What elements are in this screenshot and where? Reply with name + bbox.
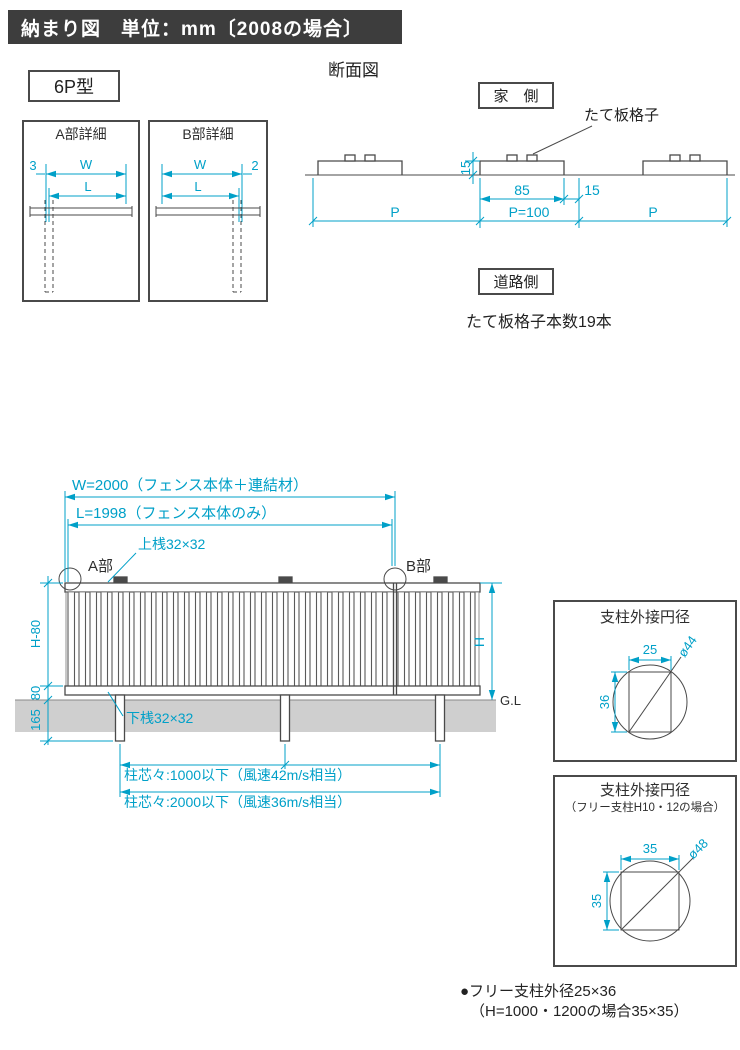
dim-165: 165 (28, 709, 43, 731)
bottom-rail-label: 下桟32×32 (126, 710, 194, 726)
type-label-box: 6P型 (28, 70, 120, 102)
dim-h: H (471, 637, 487, 647)
section-slat-width-dim: 85 (514, 182, 530, 198)
total-width-dim: W=2000（フェンス本体＋連結材） (72, 477, 308, 494)
detail-b-l-dim: L (194, 179, 201, 194)
detail-b-w-dim: W (194, 157, 207, 172)
bottom-rail-leader (107, 691, 124, 717)
section-pitch-right: P (648, 204, 657, 220)
detail-a-rail-and-post (29, 200, 133, 293)
part-a-label: A部 (88, 558, 113, 575)
post-detail-standard-box: 支柱外接円径 25 ø44 36 (553, 600, 737, 762)
road-side-box: 道路側 (478, 268, 554, 295)
body-width-dim: L=1998（フェンス本体のみ） (76, 505, 276, 522)
post-pitch-note-2: 柱芯々:2000以下（風速36m/s相当） (124, 794, 351, 810)
detail-b-drawing: B部詳細 2 W L (148, 120, 268, 302)
post-free-width-dim: 35 (643, 841, 657, 856)
detail-b-offset-dim: 2 (251, 158, 258, 173)
part-a-marker-circle (58, 567, 82, 591)
section-gap-dim: 15 (584, 182, 600, 198)
detail-b-border (148, 120, 268, 302)
fence-body (64, 576, 481, 742)
fence-elevation-drawing: A部 B部 W=2000（フェンス本体＋連結材） L=1998（フェンス本体のみ… (15, 477, 521, 810)
page-title: 納まり図 単位：mm〔2008の場合〕 (21, 18, 364, 40)
slat-count-note: たて板格子本数19本 (466, 314, 612, 331)
dim-80: 80 (28, 686, 43, 700)
post-detail-free-dims (603, 855, 680, 931)
house-side-label: 家 側 (493, 88, 539, 105)
detail-b-rail-and-post (155, 200, 261, 293)
detail-a-title: A部詳細 (55, 126, 106, 142)
post-detail-standard-title: 支柱外接円径 (600, 609, 690, 626)
detail-a-w-dim: W (80, 157, 93, 172)
section-height-dim: 15 (458, 161, 473, 175)
post-detail-free-subtitle: （フリー支柱H10・12の場合） (565, 800, 725, 814)
post-detail-free-title: 支柱外接円径 (600, 782, 690, 799)
detail-a-dimensions (36, 164, 127, 222)
post-detail-standard-border (553, 600, 737, 762)
h-minus-80-dim: H-80 (28, 620, 43, 648)
road-side-label: 道路側 (493, 274, 539, 291)
detail-b-title: B部詳細 (182, 126, 233, 142)
vertical-slat-label: たて板格子 (584, 107, 660, 124)
section-dimensions (308, 152, 732, 228)
cross-section-drawing: 15 85 15 P P=100 P (305, 125, 735, 228)
post-std-height-dim: 36 (597, 695, 612, 709)
type-label: 6P型 (53, 77, 95, 97)
post-detail-free-border (553, 775, 737, 967)
detail-a-offset-dim: 3 (29, 158, 36, 173)
detail-a-drawing: A部詳細 3 W L (22, 120, 140, 302)
right-height-dimension-lines (480, 582, 502, 700)
post-pitch-dimension-lines (119, 744, 441, 797)
left-height-dimension-lines (40, 576, 113, 746)
ground-band (15, 699, 496, 732)
slat-profiles (305, 125, 735, 176)
part-b-label: B部 (406, 558, 431, 575)
footnote-line-1: ●フリー支柱外径25×36 (460, 983, 617, 1000)
section-pitch-left: P (390, 204, 399, 220)
ground-level-label: G.L (500, 693, 521, 708)
part-b-marker-circle (383, 567, 407, 591)
post-std-width-dim: 25 (643, 642, 657, 657)
post-pitch-note-1: 柱芯々:1000以下（風速42m/s相当） (124, 767, 351, 783)
post-free-height-dim: 35 (589, 894, 604, 908)
detail-a-border (22, 120, 140, 302)
detail-a-l-dim: L (84, 179, 91, 194)
post-detail-free-box: 支柱外接円径 （フリー支柱H10・12の場合） 35 ø48 35 (553, 775, 737, 967)
house-side-box: 家 側 (478, 82, 554, 109)
drawing-title-bar: 納まり図 単位：mm〔2008の場合〕 (8, 10, 402, 44)
post-detail-standard-dims (611, 656, 672, 733)
width-dimension-lines (64, 491, 396, 583)
footnote-line-2: （H=1000・1200の場合35×35） (470, 1003, 689, 1020)
detail-b-dimensions (161, 164, 252, 222)
section-view-title: 断面図 (328, 61, 379, 80)
section-pitch-center: P=100 (509, 204, 550, 220)
top-rail-label: 上桟32×32 (138, 536, 206, 552)
